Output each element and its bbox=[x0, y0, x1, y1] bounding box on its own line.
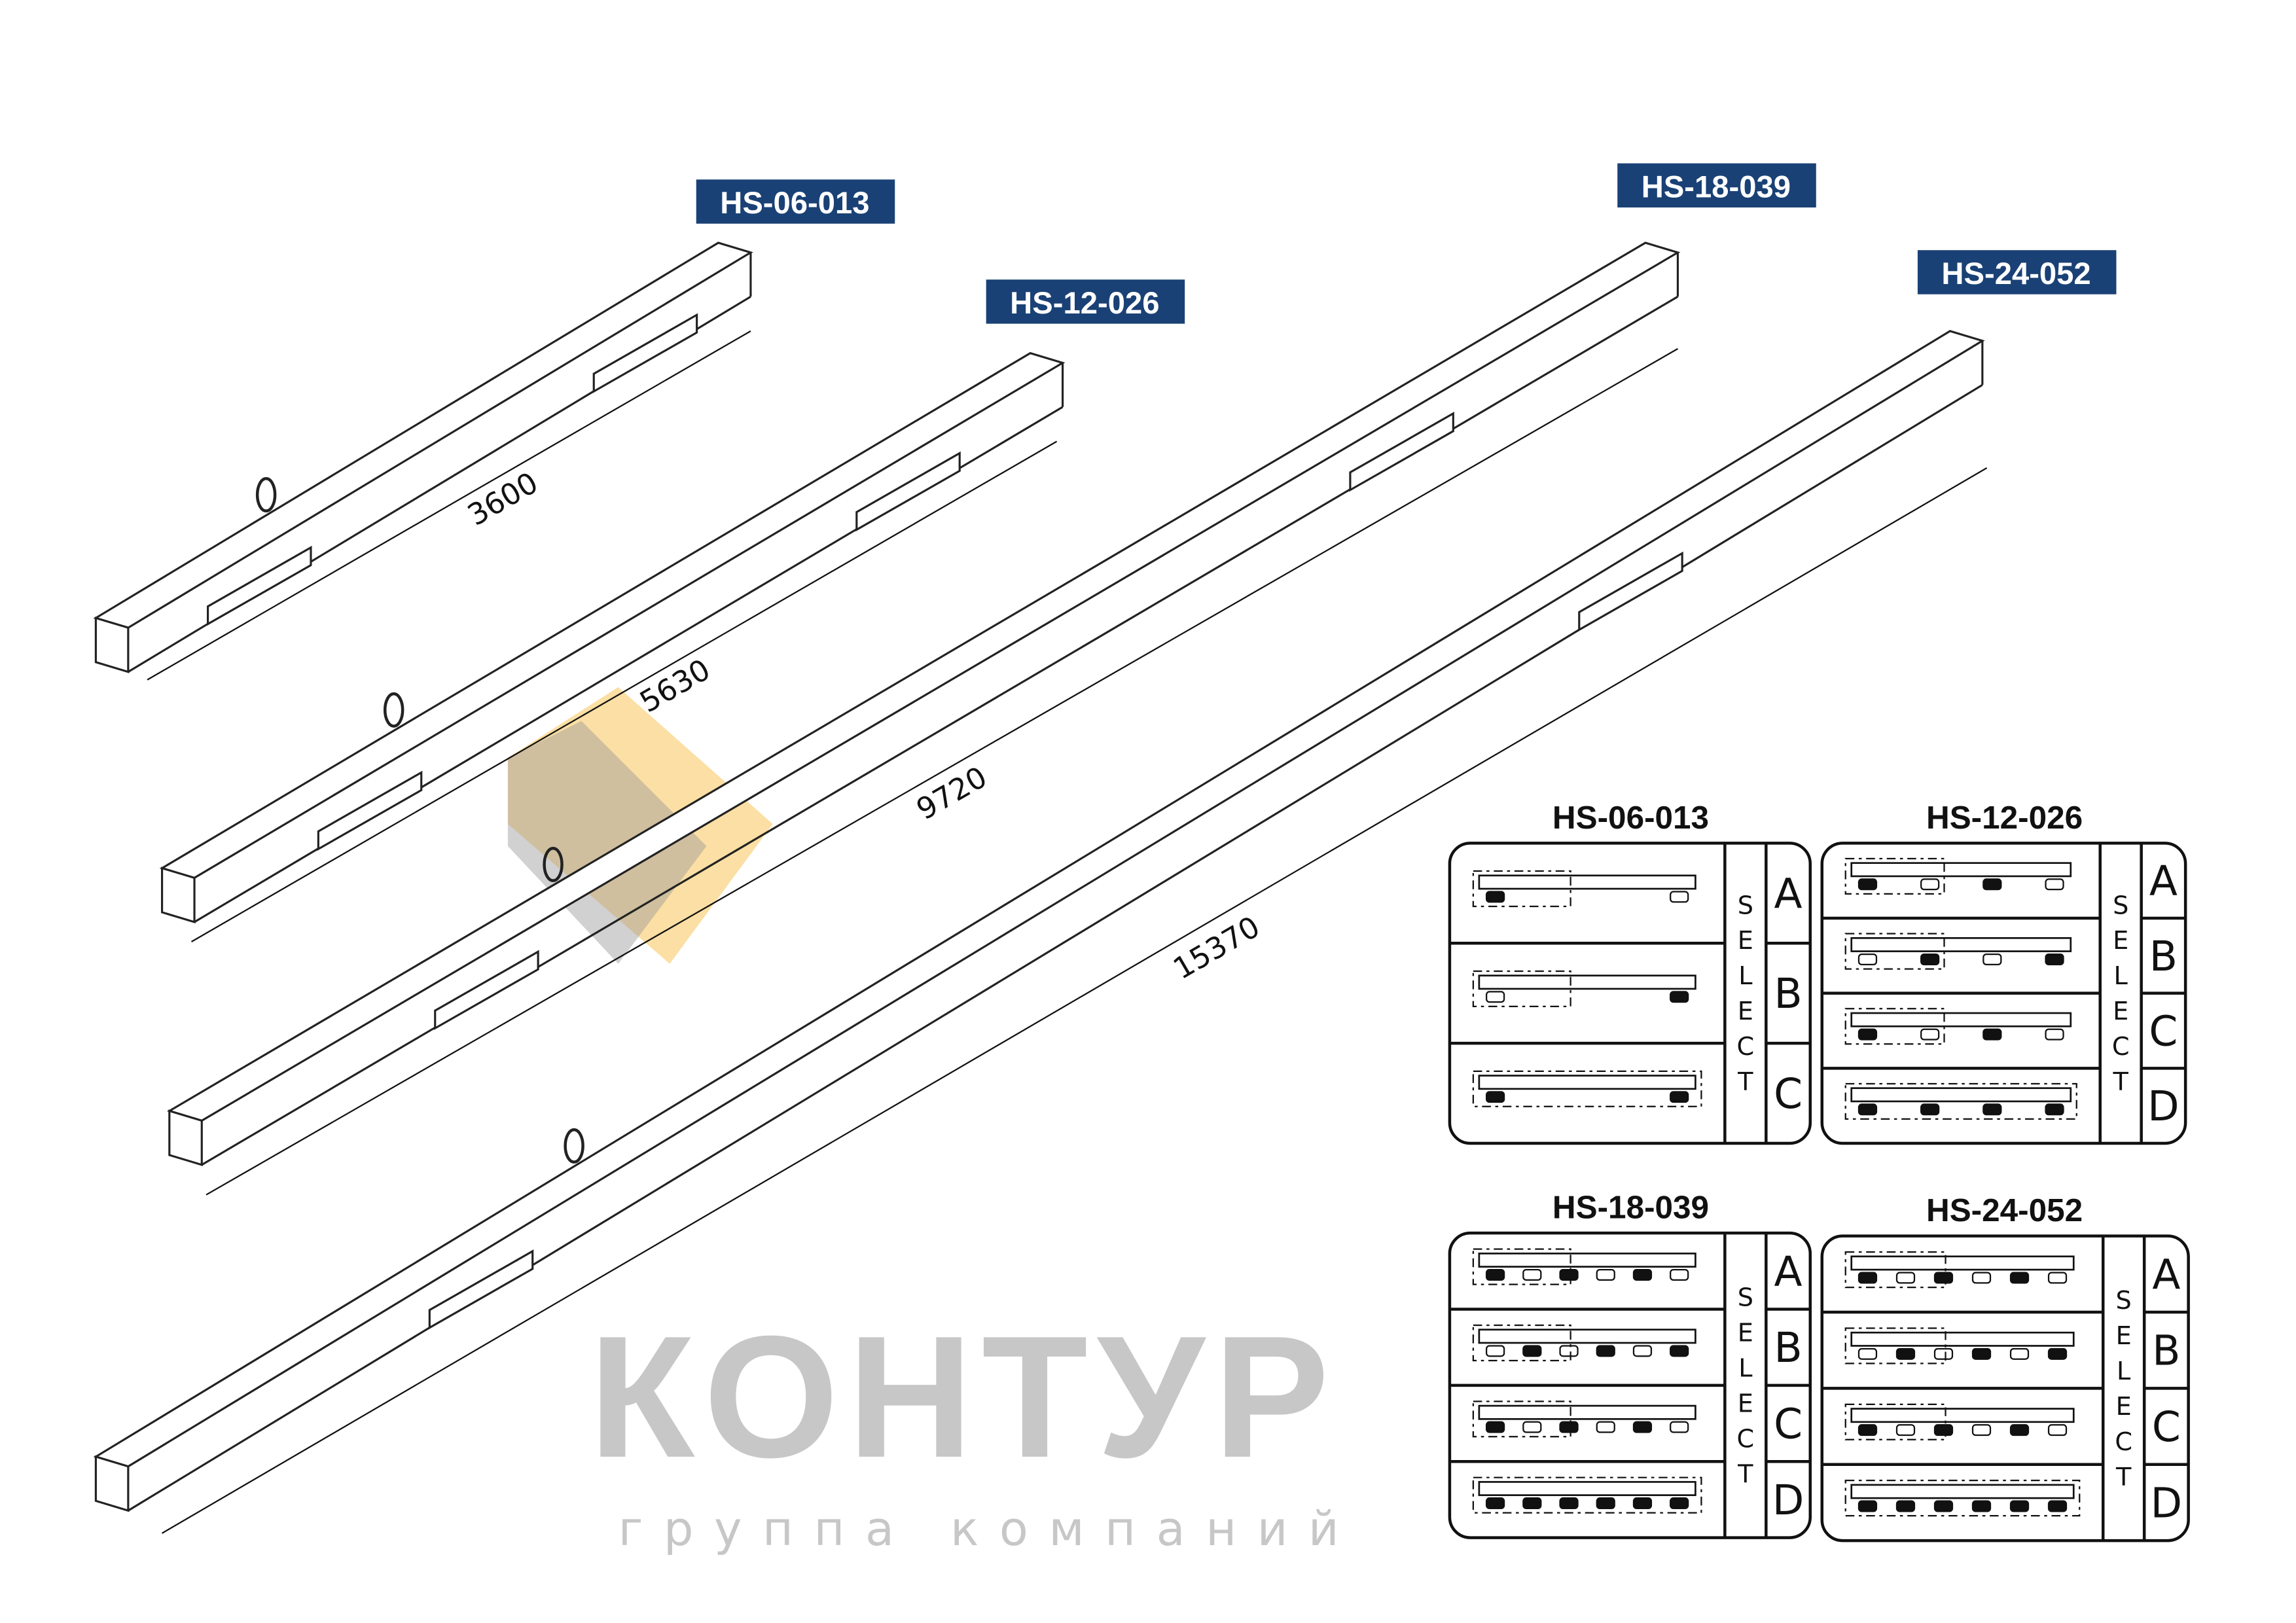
svg-text:HS-18-039: HS-18-039 bbox=[1641, 169, 1791, 204]
panel-title: HS-12-026 bbox=[1926, 800, 2083, 836]
spreader-beam bbox=[93, 330, 1985, 1512]
option-a[interactable]: A bbox=[2142, 843, 2185, 918]
mini-beam-diagram bbox=[1844, 857, 2072, 895]
dimension-value: 3600 bbox=[461, 465, 544, 533]
model-label-hs-18-039: HS-18-039 bbox=[1617, 163, 1816, 208]
magnet-pad bbox=[592, 313, 698, 393]
lifting-eye-icon bbox=[255, 477, 277, 513]
spreader-beam bbox=[159, 351, 1066, 923]
svg-text:B: B bbox=[2149, 933, 2178, 980]
lifting-eye-icon bbox=[564, 1128, 584, 1164]
svg-text:HS-12-026: HS-12-026 bbox=[1010, 286, 1159, 321]
mini-beam-diagram bbox=[1472, 1324, 1696, 1362]
option-b[interactable]: B bbox=[2142, 918, 2185, 993]
svg-text:A: A bbox=[1774, 1248, 1803, 1296]
svg-text:C: C bbox=[1774, 1400, 1803, 1448]
mini-beam-diagram bbox=[1472, 1070, 1702, 1107]
mini-beam-diagram bbox=[1844, 933, 2072, 970]
mini-beam-diagram bbox=[1844, 1480, 2081, 1517]
option-b[interactable]: B bbox=[1766, 1310, 1810, 1385]
option-a[interactable]: A bbox=[1766, 1233, 1810, 1309]
svg-text:A: A bbox=[2149, 857, 2178, 905]
magnet-pad bbox=[317, 770, 423, 851]
panel-title: HS-18-039 bbox=[1552, 1190, 1709, 1226]
model-label-hs-06-013: HS-06-013 bbox=[696, 179, 895, 224]
option-d[interactable]: D bbox=[2144, 1465, 2188, 1541]
watermark-logo bbox=[507, 687, 773, 964]
magnet-pad bbox=[434, 950, 539, 1030]
magnet-pad bbox=[428, 1249, 534, 1330]
option-b[interactable]: B bbox=[1766, 943, 1810, 1043]
watermark-tagline: группа компаний bbox=[619, 1501, 1360, 1556]
option-c[interactable]: C bbox=[2144, 1388, 2188, 1464]
watermark-chevron-grey bbox=[507, 721, 707, 964]
mini-beam-diagram bbox=[1472, 970, 1696, 1008]
option-d[interactable]: D bbox=[1766, 1461, 1810, 1537]
svg-text:D: D bbox=[2147, 1082, 2179, 1130]
mini-beam-diagram bbox=[1844, 1251, 2075, 1289]
svg-text:A: A bbox=[2152, 1251, 2180, 1298]
svg-text:C: C bbox=[2149, 1007, 2178, 1055]
option-c[interactable]: C bbox=[1766, 1385, 1810, 1461]
mini-beam-diagram bbox=[1844, 1403, 2075, 1440]
option-a[interactable]: A bbox=[1766, 843, 1810, 943]
option-b[interactable]: B bbox=[2144, 1312, 2188, 1388]
dimension-value: 15370 bbox=[1167, 909, 1265, 986]
watermark-brand: КОНТУР bbox=[589, 1300, 1338, 1494]
svg-text:B: B bbox=[1774, 1324, 1802, 1372]
magnet-pad bbox=[1349, 412, 1454, 492]
watermark-text: КОНТУР группа компаний bbox=[589, 1300, 1360, 1556]
mini-beam-diagram bbox=[1472, 1400, 1696, 1438]
watermark-chevron-orange bbox=[507, 687, 773, 964]
svg-text:D: D bbox=[1772, 1476, 1804, 1524]
svg-text:C: C bbox=[2152, 1403, 2181, 1451]
mini-beam-diagram bbox=[1472, 1476, 1702, 1514]
panel-title: HS-06-013 bbox=[1552, 800, 1709, 836]
mini-beam-diagram bbox=[1472, 870, 1696, 908]
mini-beam-diagram bbox=[1844, 1327, 2075, 1364]
magnet-pad bbox=[1578, 551, 1683, 632]
lifting-eye-icon bbox=[383, 692, 404, 728]
svg-text:B: B bbox=[1774, 970, 1802, 1018]
mini-beam-diagram bbox=[1844, 1008, 2072, 1045]
magnet-pad bbox=[855, 451, 961, 532]
dimension-value: 9720 bbox=[910, 759, 993, 827]
spreader-beam bbox=[93, 241, 753, 673]
svg-text:C: C bbox=[1774, 1070, 1803, 1118]
model-label-hs-12-026: HS-12-026 bbox=[986, 279, 1185, 324]
svg-text:HS-06-013: HS-06-013 bbox=[720, 186, 869, 221]
svg-text:A: A bbox=[1774, 870, 1803, 918]
option-c[interactable]: C bbox=[1766, 1043, 1810, 1143]
svg-text:HS-24-052: HS-24-052 bbox=[1941, 257, 2090, 291]
option-d[interactable]: D bbox=[2142, 1068, 2185, 1143]
option-c[interactable]: C bbox=[2142, 993, 2185, 1069]
dimension-3600: 3600 bbox=[147, 330, 751, 681]
mini-beam-diagram bbox=[1472, 1248, 1696, 1285]
option-a[interactable]: A bbox=[2144, 1236, 2188, 1312]
beams bbox=[93, 241, 1985, 1512]
spreader-beam bbox=[166, 241, 1681, 1166]
model-label-hs-24-052: HS-24-052 bbox=[1917, 250, 2117, 294]
mini-beam-diagram bbox=[1844, 1082, 2077, 1120]
svg-text:B: B bbox=[2152, 1327, 2180, 1375]
panel-title: HS-24-052 bbox=[1926, 1192, 2083, 1228]
svg-text:D: D bbox=[2151, 1479, 2182, 1527]
magnet-pad bbox=[207, 545, 312, 626]
lifting-eye-icon bbox=[543, 846, 564, 882]
